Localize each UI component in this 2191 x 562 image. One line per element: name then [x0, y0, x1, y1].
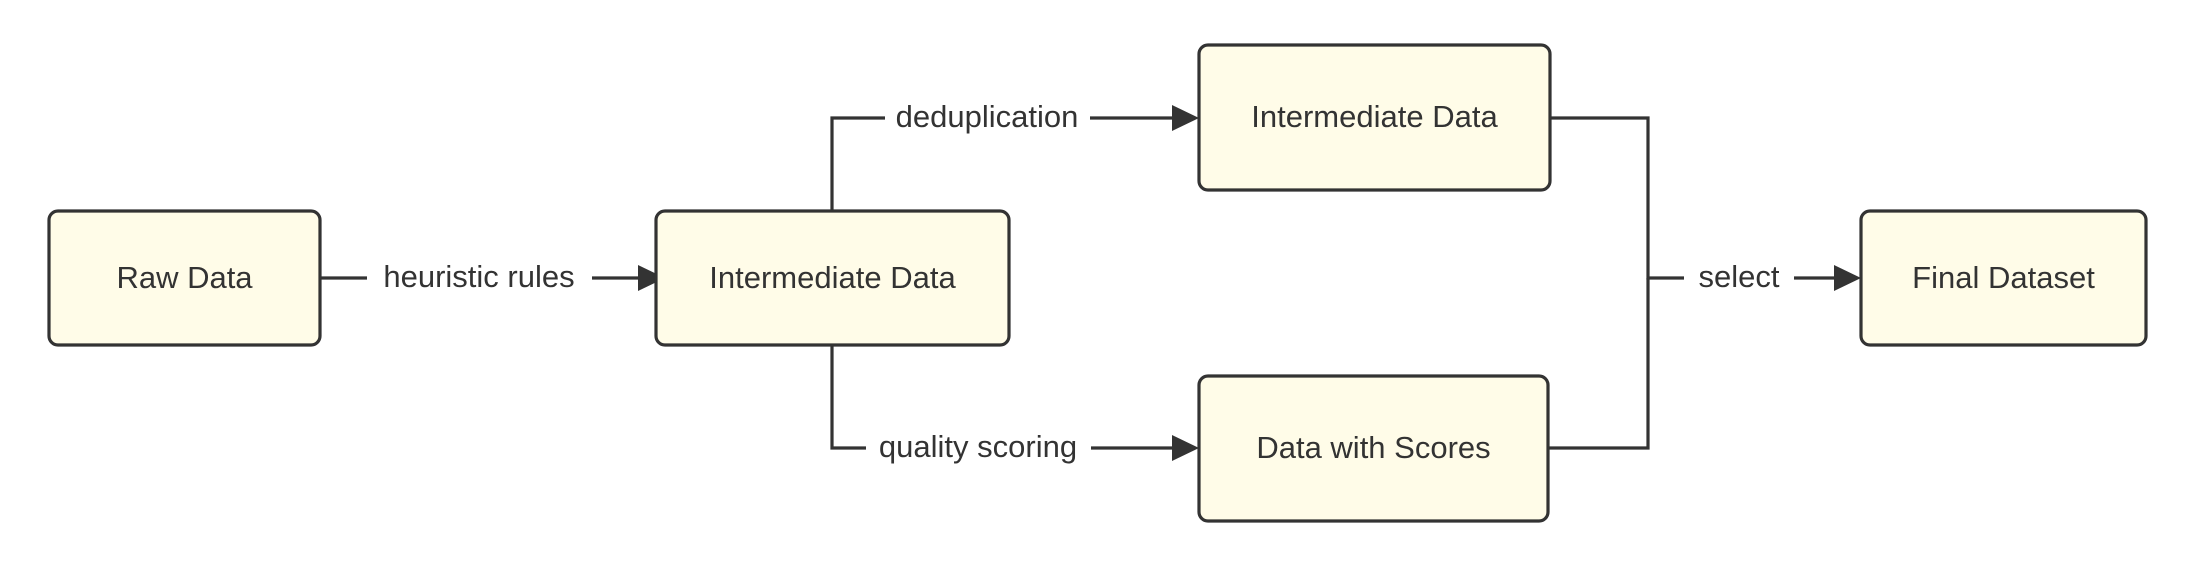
node-raw-data[interactable]: Raw Data — [47, 209, 322, 347]
node-intermediate-data-center[interactable]: Intermediate Data — [654, 209, 1011, 347]
arrowhead-icon — [1834, 265, 1861, 291]
node-final-dataset[interactable]: Final Dataset — [1859, 209, 2148, 347]
node-label-intermediate-data-top: Intermediate Data — [1251, 99, 1498, 134]
node-data-with-scores[interactable]: Data with Scores — [1197, 374, 1550, 523]
edge-label-deduplication: deduplication — [896, 99, 1079, 134]
node-shape[interactable] — [1197, 374, 1550, 523]
edge-deduplication: deduplication — [830, 99, 1199, 211]
edge-label-backdrop — [885, 99, 1090, 137]
node-shape[interactable] — [1859, 209, 2148, 347]
edge-label-quality-scoring: quality scoring — [879, 429, 1077, 464]
arrowhead-icon — [1172, 105, 1199, 131]
node-shape[interactable] — [1197, 43, 1552, 192]
node-label-raw-data: Raw Data — [116, 260, 253, 295]
node-shape[interactable] — [47, 209, 322, 347]
edge-label-select: select — [1699, 259, 1780, 294]
edge-path — [1550, 116, 1834, 280]
edge-select: select — [1550, 116, 1861, 297]
edge-quality-scoring: quality scoring — [830, 345, 1199, 467]
node-label-final-dataset: Final Dataset — [1912, 260, 2095, 295]
arrowhead-icon — [1172, 435, 1199, 461]
node-shape[interactable] — [654, 209, 1011, 347]
edge-label-backdrop — [1684, 259, 1794, 297]
arrowhead-icon — [638, 265, 665, 291]
edge-label-backdrop — [367, 259, 592, 297]
edge-path — [1548, 278, 1650, 450]
edge-label-heuristic-rules: heuristic rules — [383, 259, 574, 294]
edge-scores-to-merge — [1548, 278, 1650, 450]
node-label-data-with-scores: Data with Scores — [1256, 430, 1490, 465]
node-intermediate-data-top[interactable]: Intermediate Data — [1197, 43, 1552, 192]
edge-label-backdrop — [866, 429, 1091, 467]
node-label-intermediate-data-center: Intermediate Data — [709, 260, 956, 295]
edge-heuristic-rules: heuristic rules — [320, 259, 665, 297]
